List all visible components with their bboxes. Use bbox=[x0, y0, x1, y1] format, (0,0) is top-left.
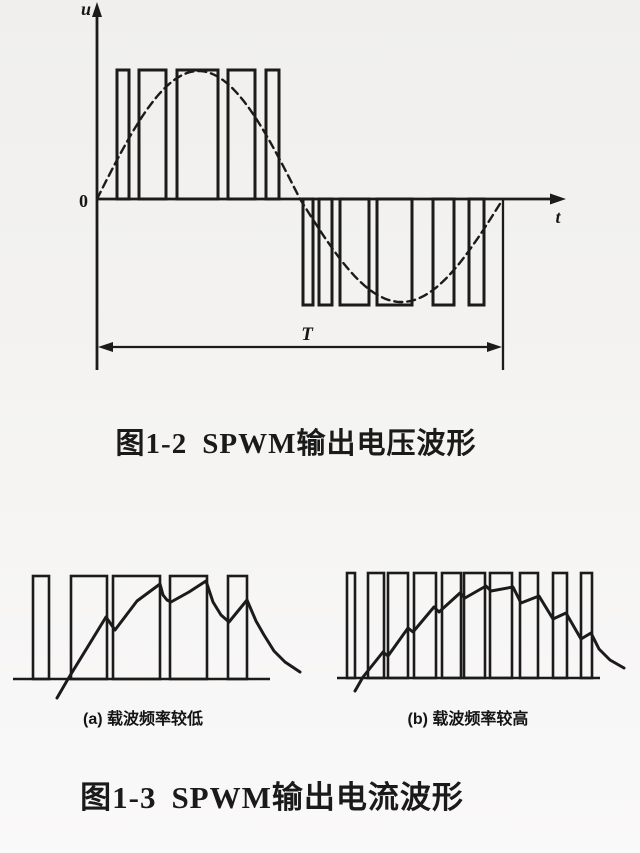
figure-1-3b-current-waveform bbox=[337, 571, 626, 693]
subfigure-b-label: (b) 载波频率较高 bbox=[407, 711, 529, 728]
figure-1-3-caption: 图1-3 SPWM输出电流波形 bbox=[80, 772, 464, 817]
figure-1-3-caption-title: SPWM输出电流波形 bbox=[171, 780, 464, 815]
figure-1-2-caption-title: SPWM输出电压波形 bbox=[202, 428, 477, 460]
figure-1-2-voltage-waveform bbox=[92, 2, 566, 370]
figure-1-2-caption-number: 图1-2 bbox=[115, 428, 188, 460]
subfigure-a-label: (a) 载波频率较低 bbox=[82, 711, 204, 728]
figure-1-2-caption: 图1-2 SPWM输出电压波形 bbox=[116, 420, 477, 462]
figure-1-3-caption-number: 图1-3 bbox=[80, 780, 157, 815]
t-axis-label: t bbox=[555, 207, 561, 227]
figure-1-3a-current-waveform bbox=[13, 574, 302, 700]
origin-label: 0 bbox=[79, 191, 88, 211]
period-label: T bbox=[301, 324, 314, 345]
u-axis-label: u bbox=[81, 0, 91, 19]
